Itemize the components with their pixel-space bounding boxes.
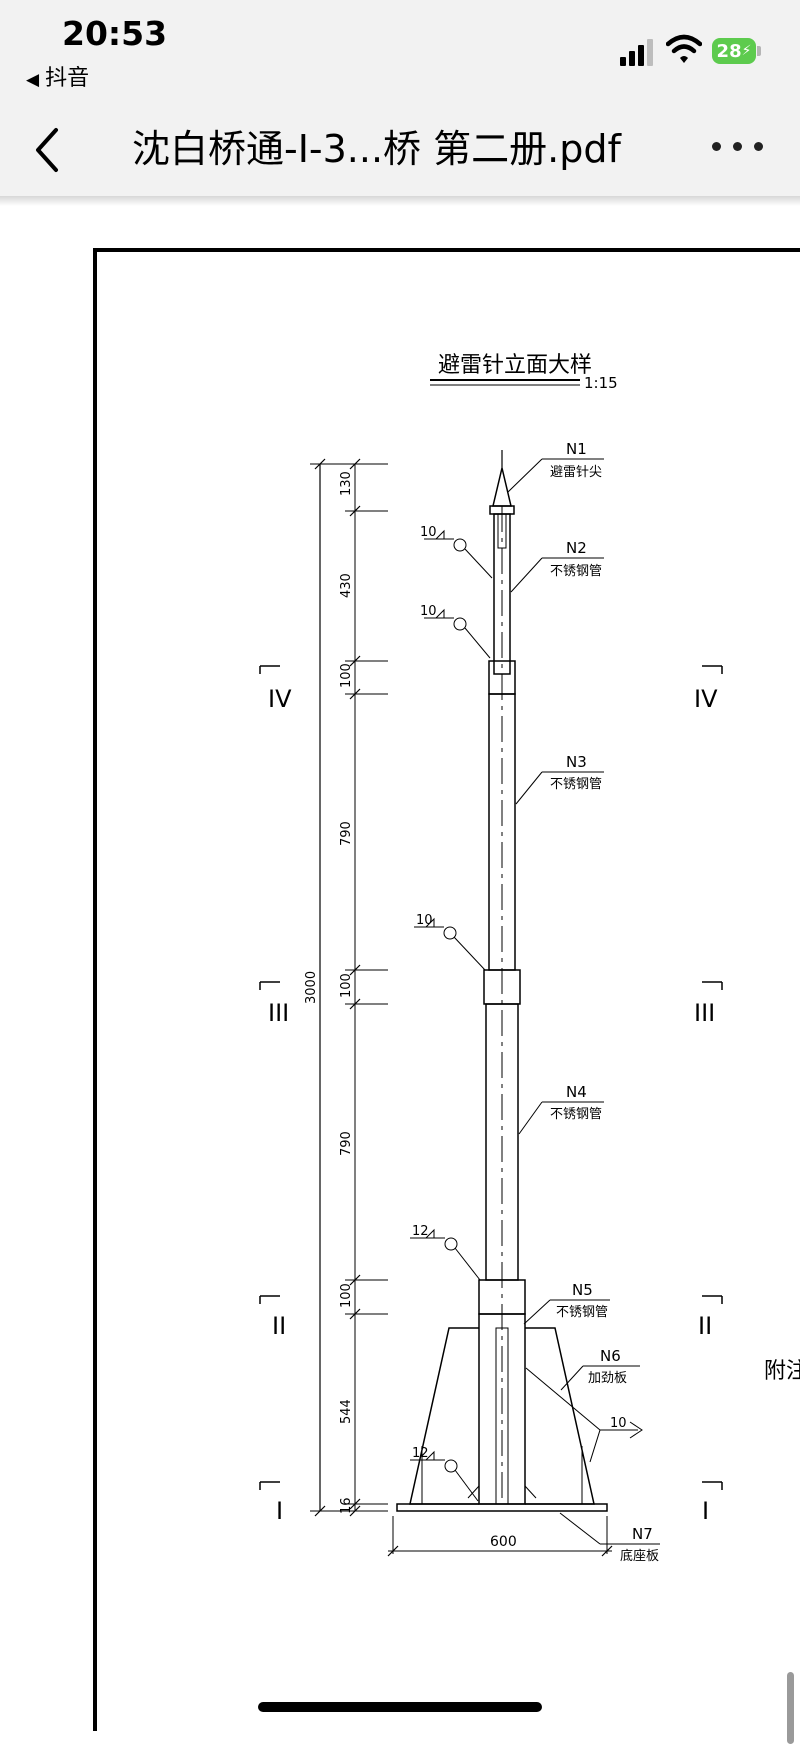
part-n5-id: N5 [572, 1281, 593, 1299]
section-iv-left: IV [268, 685, 292, 713]
section-ii-right: II [698, 1312, 712, 1340]
part-n3-id: N3 [566, 753, 587, 771]
part-n6-id: N6 [600, 1347, 621, 1365]
battery-level: 28 [716, 40, 742, 62]
part-n1-id: N1 [566, 440, 587, 458]
triangle-left-icon: ◀ [26, 70, 40, 90]
side-note: 附注 [764, 1359, 800, 1384]
drawing-scale: 1:15 [584, 374, 618, 392]
part-n4-name: 不锈钢管 [550, 1107, 602, 1122]
weld-label-5: 12 [412, 1446, 429, 1461]
drawing-title: 避雷针立面大样 [438, 353, 592, 378]
part-n1-name: 避雷针尖 [550, 465, 602, 480]
section-ii-left: II [272, 1312, 286, 1340]
weld-label-4: 12 [412, 1224, 429, 1239]
part-n6-name: 加劲板 [588, 1371, 627, 1386]
section-iii-left: III [268, 999, 289, 1027]
status-bar: 20:53 ◀抖音 28⚡ [0, 0, 800, 100]
battery-icon: 28⚡ [712, 38, 756, 64]
more-horizontal-icon[interactable] [712, 126, 766, 166]
part-n7-id: N7 [632, 1525, 653, 1543]
home-indicator[interactable] [258, 1702, 542, 1712]
section-i-right: I [702, 1497, 709, 1525]
part-n7-name: 底座板 [620, 1548, 659, 1564]
weld-label-2: 10 [420, 604, 437, 619]
part-n3-name: 不锈钢管 [550, 777, 602, 792]
dim-544: 544 [339, 1399, 354, 1424]
dim-100-b: 100 [339, 973, 354, 998]
document-title: 沈白桥通-I-3...桥 第二册.pdf [132, 127, 621, 171]
dim-600: 600 [490, 1534, 517, 1550]
chevron-left-icon[interactable] [28, 118, 68, 182]
nav-bar: 沈白桥通-I-3...桥 第二册.pdf [0, 100, 800, 200]
scroll-indicator[interactable] [787, 1672, 794, 1744]
part-n2-id: N2 [566, 539, 587, 557]
wifi-icon [666, 34, 702, 63]
back-to-app-link[interactable]: ◀抖音 [26, 60, 89, 92]
section-iii-right: III [694, 999, 715, 1027]
pdf-page-view[interactable]: 避雷针立面大样 1:15 [0, 206, 800, 1744]
part-n5-name: 不锈钢管 [556, 1305, 608, 1320]
dim-3000: 3000 [304, 971, 319, 1004]
status-time: 20:53 [62, 14, 168, 53]
weld-label-6: 10 [610, 1416, 627, 1431]
engineering-drawing: 避雷针立面大样 1:15 [93, 248, 800, 1731]
part-n4-id: N4 [566, 1083, 587, 1101]
dim-790-a: 790 [339, 821, 354, 846]
dim-430: 430 [339, 573, 354, 598]
dim-790-b: 790 [339, 1131, 354, 1156]
dim-100-a: 100 [339, 663, 354, 688]
weld-label-3: 10 [416, 913, 433, 928]
section-iv-right: IV [694, 685, 718, 713]
cellular-signal-icon [620, 38, 656, 66]
dim-130: 130 [339, 471, 354, 496]
section-i-left: I [276, 1497, 283, 1525]
nav-shadow [0, 196, 800, 206]
weld-label-1: 10 [420, 525, 437, 540]
part-n2-name: 不锈钢管 [550, 564, 602, 579]
dim-16: 16 [339, 1497, 354, 1514]
back-app-label: 抖音 [45, 66, 90, 91]
battery-tip [757, 46, 761, 56]
dim-100-c: 100 [339, 1283, 354, 1308]
